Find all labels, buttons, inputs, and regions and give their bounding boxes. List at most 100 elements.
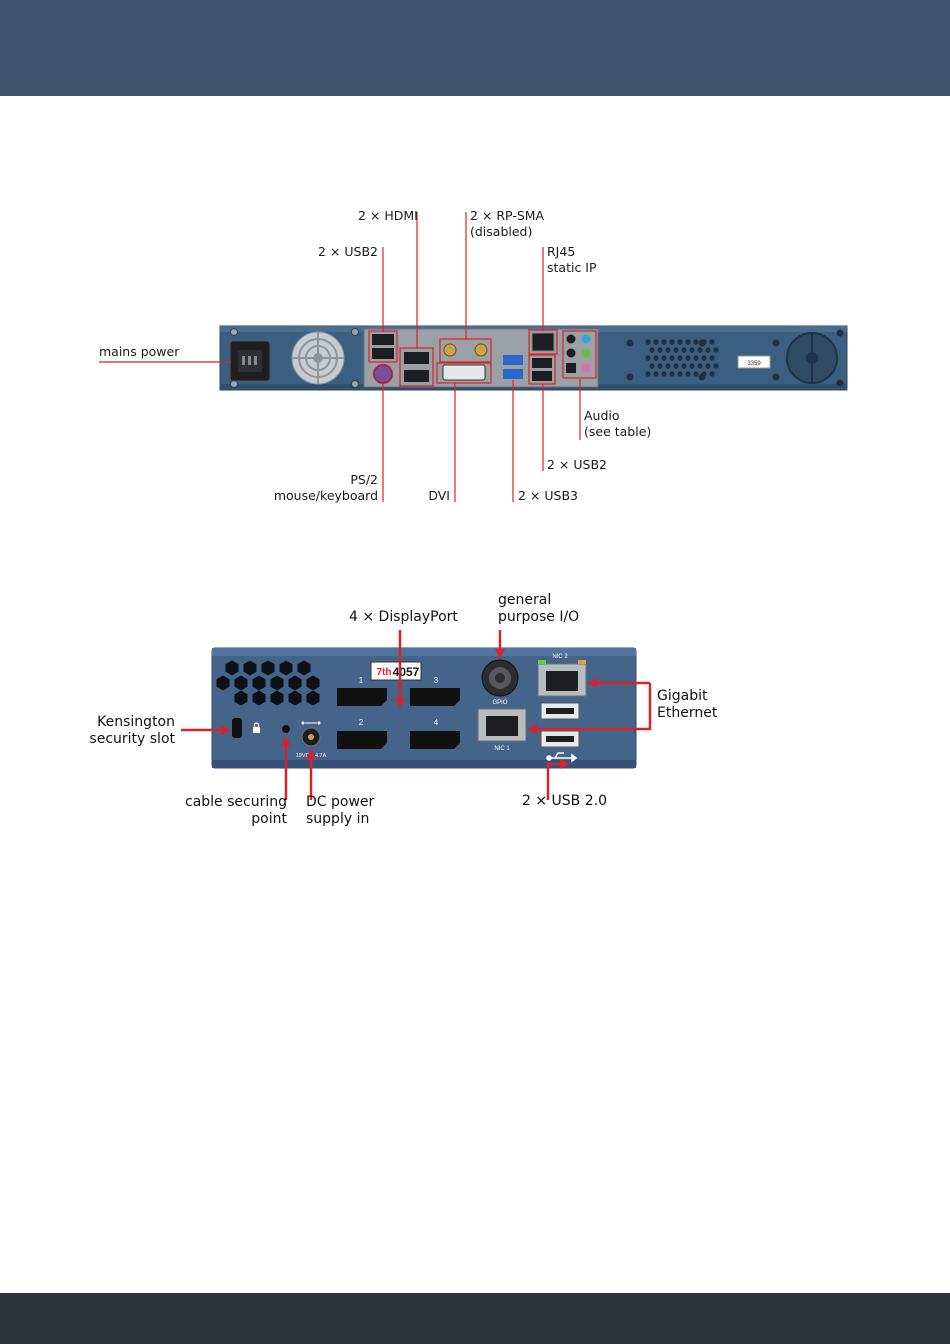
- hex-vent-hole: [234, 675, 248, 691]
- vent-hole: [677, 355, 683, 361]
- dp-number-3: 3: [434, 676, 439, 685]
- label-rp-sma-note: (disabled): [470, 224, 533, 239]
- vent-hole: [681, 363, 687, 369]
- vent-hole: [673, 347, 679, 353]
- label-gpio-note: purpose I/O: [498, 609, 580, 625]
- hex-vent-hole: [225, 660, 239, 676]
- chassis-vent-grid: [645, 339, 719, 377]
- hex-vent-hole: [270, 675, 284, 691]
- dp-number-1: 1: [359, 676, 364, 685]
- vent-hole: [677, 339, 683, 345]
- gpio-connector: GPIO: [481, 659, 519, 706]
- label-hdmi: 2 × HDMI: [358, 208, 418, 223]
- vent-hole: [669, 371, 675, 377]
- vent-hole: [669, 355, 675, 361]
- cable-securing-point: [282, 725, 290, 733]
- vent-hole: [709, 355, 715, 361]
- label-mains-power: mains power: [99, 344, 180, 359]
- chassis-sticker-text: 3359: [747, 361, 761, 367]
- vent-hole: [701, 355, 707, 361]
- compact-leader-lines: [181, 630, 652, 800]
- hex-vent-hole: [306, 675, 320, 691]
- label-audio: Audio: [584, 408, 620, 423]
- label-ethernet: Ethernet: [657, 705, 718, 721]
- hex-vent-hole: [297, 660, 311, 676]
- hex-vent-hole: [216, 675, 230, 691]
- vent-hole: [681, 347, 687, 353]
- vent-hole: [669, 339, 675, 345]
- label-ps2: PS/2: [350, 472, 378, 487]
- label-usb3: 2 × USB3: [518, 488, 578, 503]
- vent-hole: [665, 347, 671, 353]
- label-cable-securing-note: point: [251, 811, 287, 827]
- model-number: 4057: [393, 665, 420, 679]
- hex-vent-hole: [243, 660, 257, 676]
- vent-hole: [661, 355, 667, 361]
- vent-hole: [697, 363, 703, 369]
- dp-number-2: 2: [359, 718, 364, 727]
- rear-fan-cover: [786, 332, 838, 384]
- displayport-ports: 1 3 2 4: [337, 676, 460, 749]
- label-cable-securing: cable securing: [185, 794, 287, 810]
- vent-hole: [653, 355, 659, 361]
- vent-hole: [693, 339, 699, 345]
- vent-hole: [649, 347, 655, 353]
- audio-jacks: [562, 330, 597, 379]
- usb2-ports-right: [528, 354, 556, 385]
- label-rj45-note: static IP: [547, 260, 597, 275]
- label-dc-power: DC power: [306, 794, 375, 810]
- label-displayport: 4 × DisplayPort: [349, 609, 458, 625]
- label-audio-note: (see table): [584, 424, 652, 439]
- label-dc-power-note: supply in: [306, 811, 370, 827]
- hex-vent-hole: [261, 660, 275, 676]
- vent-hole: [653, 339, 659, 345]
- label-rj45: RJ45: [547, 244, 576, 259]
- psu-fan-grille: [291, 331, 345, 385]
- usb3-ports: [503, 355, 523, 379]
- label-rp-sma: 2 × RP-SMA: [470, 208, 545, 223]
- nic-ports: NIC 2 NIC 1: [477, 654, 587, 752]
- vent-hole: [685, 355, 691, 361]
- vent-hole: [705, 347, 711, 353]
- nic2-mark: NIC 2: [552, 654, 568, 660]
- label-usb2-right: 2 × USB2: [547, 457, 607, 472]
- label-kensington-note: security slot: [89, 731, 175, 747]
- hex-vent-hole: [288, 690, 302, 706]
- vent-hole: [685, 339, 691, 345]
- rp-sma-connectors: [439, 338, 492, 363]
- vent-hole: [709, 339, 715, 345]
- kensington-slot: [232, 718, 242, 738]
- hex-vent-hole: [288, 675, 302, 691]
- mains-power-inlet: [229, 340, 271, 382]
- vent-hole: [649, 363, 655, 369]
- gpio-mark: GPIO: [492, 700, 507, 706]
- vent-hole: [697, 347, 703, 353]
- usb-symbol-icon: [546, 752, 578, 763]
- vent-hole: [705, 363, 711, 369]
- hex-vent-hole: [252, 675, 266, 691]
- label-ps2-note: mouse/keyboard: [273, 488, 378, 503]
- vent-hole: [693, 371, 699, 377]
- vent-hole: [685, 371, 691, 377]
- vent-hole: [677, 371, 683, 377]
- hex-vent-hole: [252, 690, 266, 706]
- vent-hole: [673, 363, 679, 369]
- nic1-mark: NIC 1: [494, 746, 510, 752]
- vent-hole: [653, 371, 659, 377]
- lock-icon: [253, 722, 260, 733]
- label-usb20: 2 × USB 2.0: [522, 793, 607, 809]
- label-gpio: general: [498, 592, 552, 608]
- vent-hole: [645, 371, 651, 377]
- hex-vent-hole: [234, 690, 248, 706]
- label-dvi: DVI: [428, 488, 450, 503]
- vent-hole: [701, 339, 707, 345]
- footer-band: [0, 1293, 950, 1344]
- vent-hole: [661, 339, 667, 345]
- hex-vent-hole: [279, 660, 293, 676]
- vent-hole: [645, 355, 651, 361]
- header-band: [0, 0, 950, 96]
- vent-hole: [709, 371, 715, 377]
- vent-hole: [689, 347, 695, 353]
- dp-number-4: 4: [434, 718, 439, 727]
